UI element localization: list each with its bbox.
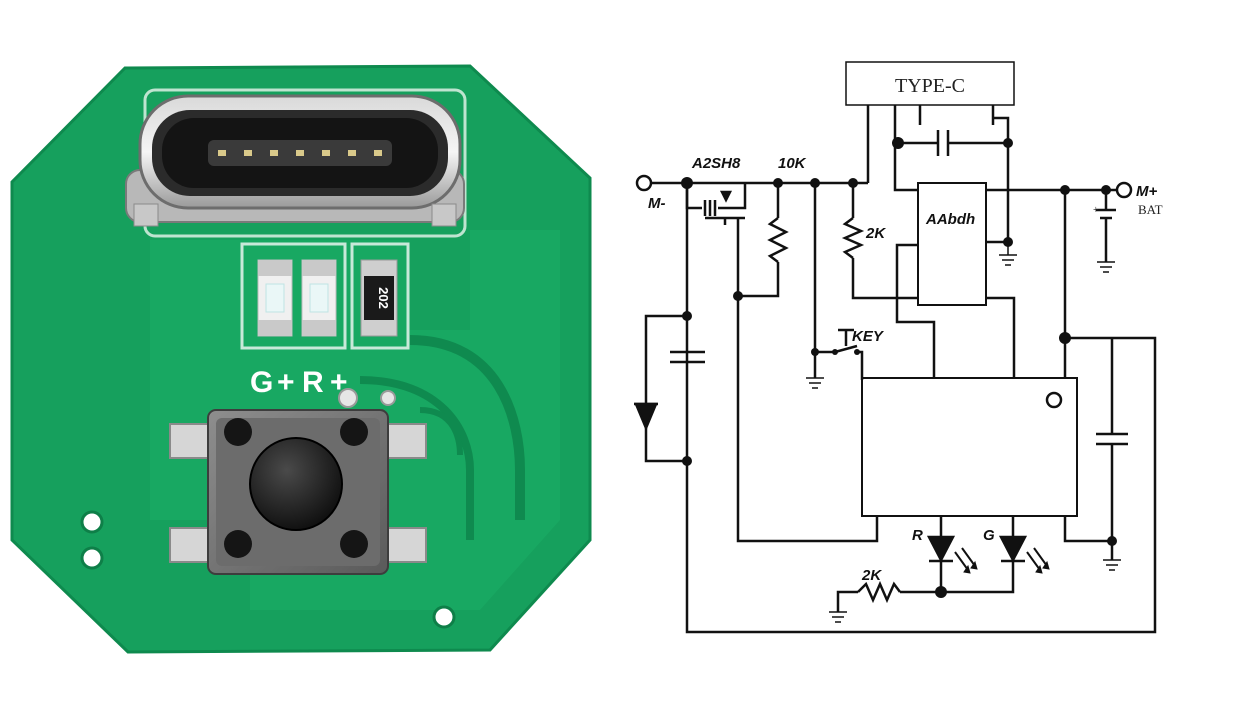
smd-resistor: 202: [360, 259, 398, 337]
label-led-g: G: [983, 527, 995, 544]
led-r-arrows: [963, 560, 978, 574]
hole-1: [80, 510, 104, 534]
via-1: [338, 388, 358, 408]
gnd-aabdh: [999, 242, 1017, 266]
node-right-gnd: [1107, 536, 1117, 546]
gate-wire: [736, 218, 879, 543]
label-aabdh: AAbdh: [925, 211, 975, 228]
left-cap: [670, 350, 705, 364]
pcb-board: 202 G + R +: [10, 64, 592, 654]
silk-plus-1: +: [277, 366, 295, 399]
node-cap-r: [1003, 138, 1013, 148]
led-g-arrows: [1035, 560, 1050, 574]
typec-pins: [866, 105, 995, 183]
typec-cap: [936, 130, 950, 156]
r-led: [857, 580, 901, 604]
node-right-1: [1059, 332, 1071, 344]
key-contact-l: [832, 349, 838, 355]
typec-box: [845, 61, 1015, 106]
key-switch: [834, 328, 858, 354]
ic-aabdh: [917, 182, 987, 306]
label-m-plus: M+: [1136, 183, 1157, 200]
trace-curve-3: [419, 407, 463, 456]
node-key: [811, 348, 819, 356]
left-wire: [685, 183, 1157, 634]
typec-wire-2: [993, 116, 1010, 242]
right-cap: [1096, 432, 1128, 446]
bat-plus-sign: +: [1093, 205, 1099, 216]
tactile-switch: [169, 409, 427, 575]
hole-2: [80, 546, 104, 570]
led-red: [301, 259, 337, 337]
r2k-wire: [851, 183, 918, 300]
gnd-key: [806, 377, 824, 389]
diode-branch: [644, 314, 687, 463]
gnd-led: [829, 611, 847, 623]
terminal-plus: [1115, 181, 1133, 199]
r10k-wire: [738, 183, 780, 298]
label-typec: TYPE-C: [895, 75, 965, 97]
led-r-rays: [954, 547, 976, 571]
hole-3: [432, 605, 456, 629]
terminal-minus: [635, 174, 653, 192]
led-green: [257, 259, 293, 337]
label-key: KEY: [852, 328, 885, 345]
gnd-right: [1103, 559, 1121, 571]
label-bat: BAT: [1138, 202, 1163, 217]
label-2k-led: 2K: [861, 567, 882, 584]
led-r-symbol: [926, 535, 956, 563]
trace-curve-2: [359, 376, 474, 540]
switch-actuator: [249, 437, 343, 531]
resistor-code: 202: [376, 287, 391, 309]
label-m-minus: M-: [648, 195, 666, 212]
silk-g: G: [250, 366, 273, 399]
component-silk-frame: [240, 242, 410, 350]
label-10k: 10K: [778, 155, 807, 172]
r2k: [841, 217, 865, 259]
r-led-wire: [836, 590, 941, 612]
ic-main-pin1: [1045, 391, 1063, 409]
mosfet-a2sh8: [685, 183, 747, 225]
led-g-wire: [941, 516, 1015, 594]
ic-aabdh-pins: [895, 188, 1065, 378]
ic-main-gnd: [1063, 516, 1112, 543]
schematic-labels: TYPE-C A2SH8 10K 2K AAbdh KEY M- M+ BAT …: [648, 75, 1163, 584]
ic-main: [861, 377, 1078, 517]
led-g-rays: [1026, 547, 1048, 571]
usb-c-connector: [125, 94, 465, 227]
gnd-bat: [1097, 261, 1115, 273]
via-2: [380, 390, 396, 406]
label-led-r: R: [912, 527, 923, 544]
key-contact-r: [854, 349, 860, 355]
node-cap-l: [892, 137, 904, 149]
battery: [1096, 190, 1116, 262]
usb-pins: [218, 150, 382, 156]
silk-r: R: [302, 366, 324, 399]
diode: [634, 402, 658, 432]
label-a2sh8: A2SH8: [691, 155, 741, 172]
schematic: [634, 61, 1157, 634]
r10k: [767, 217, 789, 263]
label-2k-top: 2K: [865, 225, 886, 242]
led-g-symbol: [998, 535, 1028, 563]
trace-curve: [409, 335, 525, 520]
typec-wire-1: [893, 125, 918, 192]
